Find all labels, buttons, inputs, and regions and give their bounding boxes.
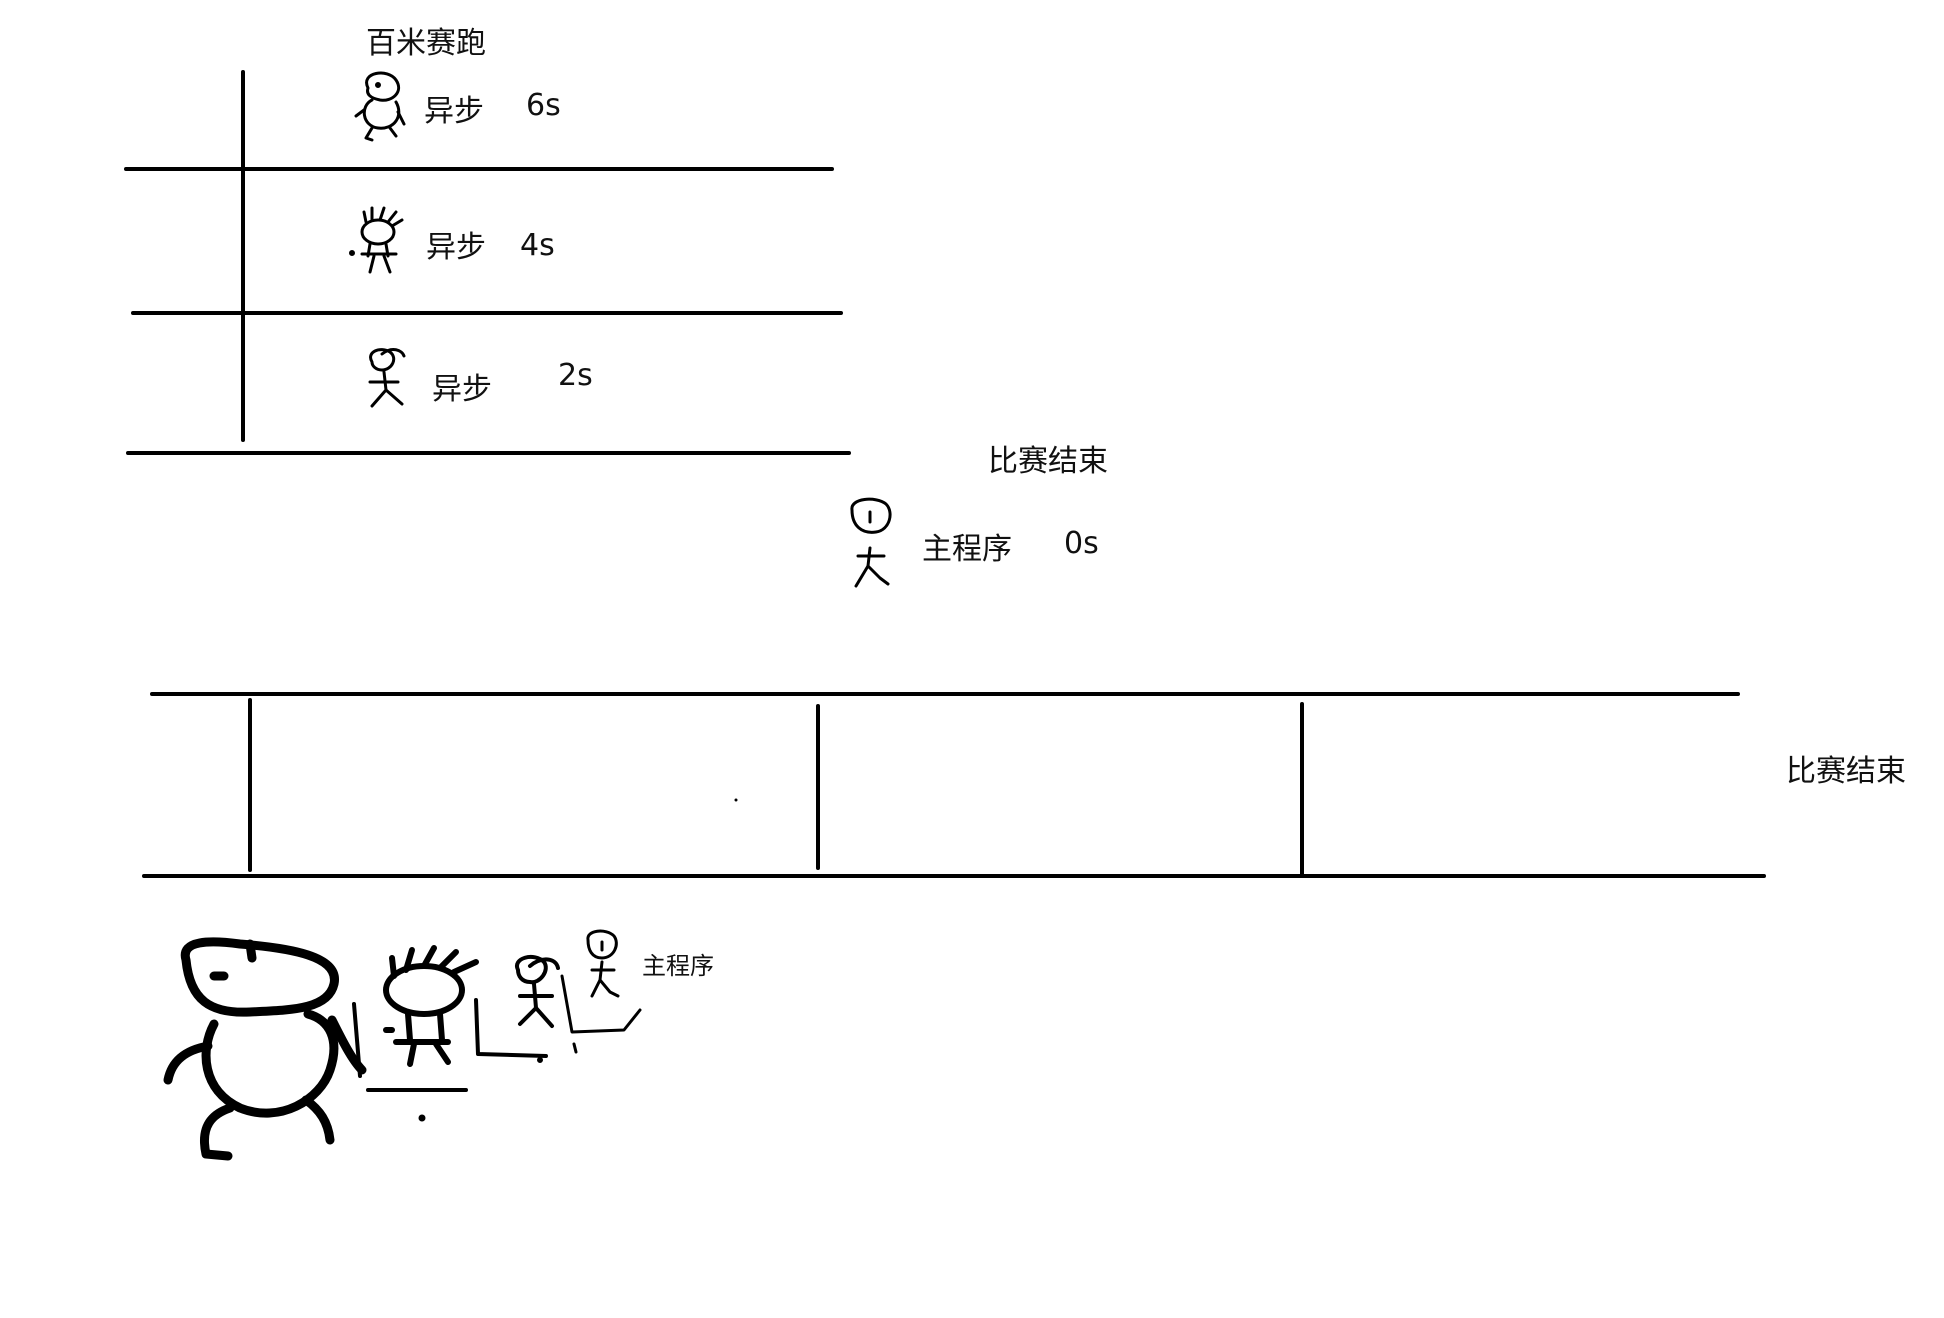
speed-lines-2 xyxy=(366,998,548,1122)
lane-lines xyxy=(124,70,851,455)
track-bottom xyxy=(142,692,1766,878)
lane-3-label: 异步 xyxy=(432,372,492,407)
lane-1-label: 异步 xyxy=(424,94,484,129)
race-end-label-bottom: 比赛结束 xyxy=(1786,754,1906,789)
runner-fat-icon xyxy=(354,71,406,142)
speed-line-1 xyxy=(352,1002,362,1078)
lane-3-time: 2s xyxy=(558,358,593,393)
runner-spiky-icon xyxy=(349,206,404,274)
big-runner-icon xyxy=(163,937,367,1161)
lane-2-label: 异步 xyxy=(426,230,486,265)
lane-1-time: 6s xyxy=(526,88,561,123)
main-program-figure-icon xyxy=(850,497,892,588)
lane-2-time: 4s xyxy=(520,228,555,263)
small-main-program-label: 主程序 xyxy=(642,952,714,980)
tiny-main-program-icon xyxy=(586,929,620,998)
speed-lines-3 xyxy=(537,974,642,1063)
small-stick-runner-icon xyxy=(515,954,560,1028)
main-program-time: 0s xyxy=(1064,526,1099,561)
medium-spiky-runner-icon xyxy=(383,945,479,1067)
race-end-label-top: 比赛结束 xyxy=(988,444,1108,479)
main-program-label: 主程序 xyxy=(922,532,1012,567)
stray-dot xyxy=(734,798,738,802)
diagram-title: 百米赛跑 xyxy=(366,26,486,61)
runner-stick-icon xyxy=(368,348,406,408)
